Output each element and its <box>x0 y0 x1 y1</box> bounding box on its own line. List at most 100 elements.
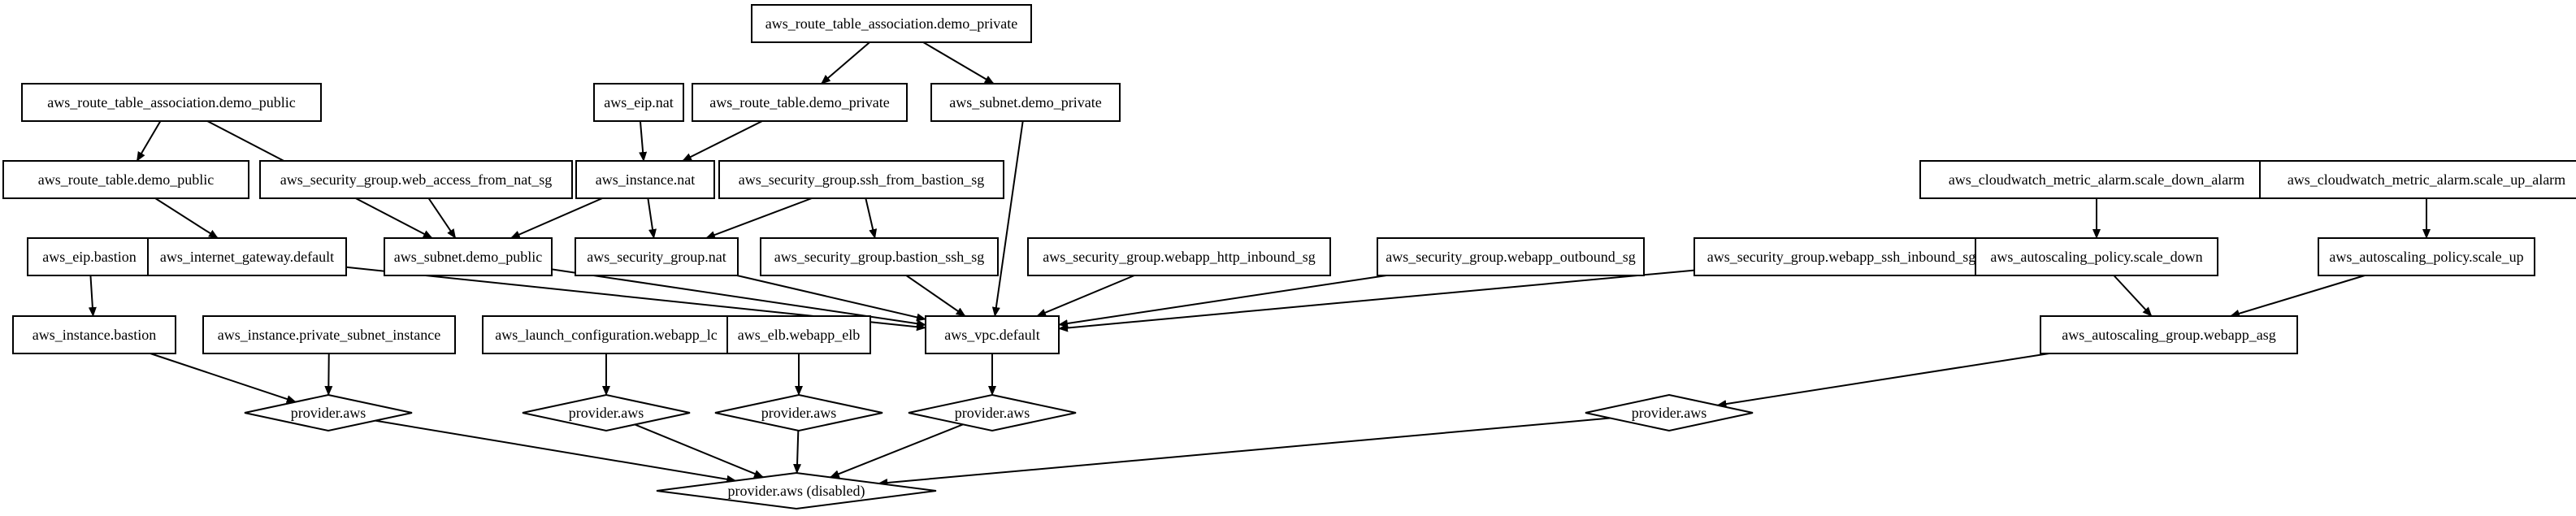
edge-prov3-to-prov_disabled <box>793 430 802 475</box>
resource-box <box>259 160 573 199</box>
node-rta_public: aws_route_table_association.demo_public <box>21 83 322 122</box>
node-prov5: provider.aws <box>1585 393 1754 432</box>
node-label: aws_eip.nat <box>604 94 673 111</box>
node-label: aws_vpc.default <box>944 327 1039 343</box>
node-label: aws_instance.bastion <box>33 327 156 343</box>
node-rt_private: aws_route_table.demo_private <box>692 83 908 122</box>
node-asp_down: aws_autoscaling_policy.scale_down <box>1975 237 2218 276</box>
resource-box <box>593 83 684 122</box>
edge-asp_up-to-asg <box>2229 275 2366 318</box>
node-label: aws_elb.webapp_elb <box>738 327 860 343</box>
node-sg_ssh_in: aws_security_group.webapp_ssh_inbound_sg <box>1693 237 1989 276</box>
node-label: aws_launch_configuration.webapp_lc <box>495 327 717 343</box>
edge-sg_out-to-vpc <box>1058 275 1387 327</box>
node-prov_disabled: provider.aws (disabled) <box>656 471 937 510</box>
edge-rt_public-to-igw <box>154 197 219 239</box>
resource-box <box>718 160 1004 199</box>
node-asg: aws_autoscaling_group.webapp_asg <box>2040 315 2298 354</box>
edge-instance_nat-to-subnet_public <box>510 197 603 239</box>
resource-box <box>2318 237 2535 276</box>
resource-box <box>202 315 456 354</box>
node-sg_nat: aws_security_group.nat <box>575 237 739 276</box>
edges-layer <box>88 41 2431 487</box>
node-instance_nat: aws_instance.nat <box>575 160 715 199</box>
node-label: provider.aws (disabled) <box>728 483 865 500</box>
node-label: aws_autoscaling_policy.scale_up <box>2329 249 2523 265</box>
edge-rt_private-to-instance_nat <box>682 120 763 162</box>
node-label: aws_subnet.demo_private <box>949 94 1101 111</box>
edge-instance_private-to-prov1 <box>324 353 333 397</box>
node-label: aws_subnet.demo_public <box>394 249 542 265</box>
resource-box <box>930 83 1121 122</box>
resource-box <box>2 160 249 199</box>
node-label: aws_security_group.ssh_from_bastion_sg <box>739 171 984 188</box>
edge-prov5-to-prov_disabled <box>878 417 1611 487</box>
resource-box <box>482 315 731 354</box>
edge-instance_nat-to-sg_nat <box>647 197 657 239</box>
node-elb: aws_elb.webapp_elb <box>726 315 871 354</box>
resource-box <box>1377 237 1645 276</box>
resource-box <box>147 237 347 276</box>
edge-sg_web_nat-to-subnet_public <box>427 197 457 239</box>
resource-box <box>751 4 1032 43</box>
node-rta_private: aws_route_table_association.demo_private <box>751 4 1032 43</box>
resource-box <box>575 160 715 199</box>
resource-box <box>2040 315 2298 354</box>
provider-diamond <box>244 393 413 432</box>
node-label: provider.aws <box>291 405 366 421</box>
node-label: aws_route_table.demo_private <box>709 94 889 111</box>
node-sg_out: aws_security_group.webapp_outbound_sg <box>1377 237 1645 276</box>
node-label: aws_route_table.demo_public <box>38 171 214 188</box>
resource-box <box>1975 237 2218 276</box>
resource-box <box>384 237 553 276</box>
edge-prov2-to-prov_disabled <box>634 423 765 479</box>
resource-box <box>1027 237 1331 276</box>
edge-rta_private-to-rt_private <box>821 41 870 85</box>
node-sg_web_nat: aws_security_group.web_access_from_nat_s… <box>259 160 573 199</box>
node-asp_up: aws_autoscaling_policy.scale_up <box>2318 237 2535 276</box>
node-label: aws_security_group.web_access_from_nat_s… <box>280 171 552 188</box>
resource-box <box>760 237 999 276</box>
provider-diamond <box>1585 393 1754 432</box>
resource-box <box>575 237 739 276</box>
edge-sg_bastion-to-vpc <box>905 275 966 317</box>
node-sg_http: aws_security_group.webapp_http_inbound_s… <box>1027 237 1331 276</box>
nodes-layer: aws_route_table_association.demo_private… <box>2 4 2576 510</box>
edge-prov4-to-prov_disabled <box>829 423 964 479</box>
edge-asp_down-to-asg <box>2113 275 2153 317</box>
node-label: aws_autoscaling_group.webapp_asg <box>2062 327 2275 343</box>
node-prov3: provider.aws <box>714 393 883 432</box>
node-vpc: aws_vpc.default <box>925 315 1060 354</box>
node-sg_bastion: aws_security_group.bastion_ssh_sg <box>760 237 999 276</box>
edge-eip_bastion-to-instance_bastion <box>88 275 97 317</box>
provider-diamond <box>656 471 937 510</box>
resource-box <box>692 83 908 122</box>
node-lc: aws_launch_configuration.webapp_lc <box>482 315 731 354</box>
node-label: aws_autoscaling_policy.scale_down <box>1990 249 2202 265</box>
edge-sg_http-to-vpc <box>1036 275 1135 317</box>
edge-rta_public-to-rt_public <box>136 120 162 162</box>
node-label: aws_eip.bastion <box>42 249 136 265</box>
node-label: aws_route_table_association.demo_private <box>765 15 1017 32</box>
node-label: aws_security_group.webapp_http_inbound_s… <box>1043 249 1315 265</box>
resource-box <box>925 315 1060 354</box>
edge-prov1-to-prov_disabled <box>375 419 737 483</box>
resource-box <box>27 237 152 276</box>
provider-diamond <box>522 393 691 432</box>
node-cw_up: aws_cloudwatch_metric_alarm.scale_up_ala… <box>2259 160 2576 199</box>
node-label: provider.aws <box>1632 405 1706 421</box>
node-label: aws_cloudwatch_metric_alarm.scale_down_a… <box>1949 171 2244 188</box>
node-label: aws_security_group.bastion_ssh_sg <box>774 249 984 265</box>
node-label: aws_instance.private_subnet_instance <box>218 327 440 343</box>
edge-instance_bastion-to-prov1 <box>150 353 297 403</box>
node-label: aws_security_group.nat <box>587 249 726 265</box>
node-instance_bastion: aws_instance.bastion <box>12 315 176 354</box>
node-label: provider.aws <box>955 405 1030 421</box>
node-label: aws_cloudwatch_metric_alarm.scale_up_ala… <box>2288 171 2565 188</box>
node-label: aws_internet_gateway.default <box>160 249 334 265</box>
edge-subnet_private-to-vpc <box>991 120 1024 317</box>
node-instance_private: aws_instance.private_subnet_instance <box>202 315 456 354</box>
resource-box <box>1919 160 2274 199</box>
node-igw: aws_internet_gateway.default <box>147 237 347 276</box>
